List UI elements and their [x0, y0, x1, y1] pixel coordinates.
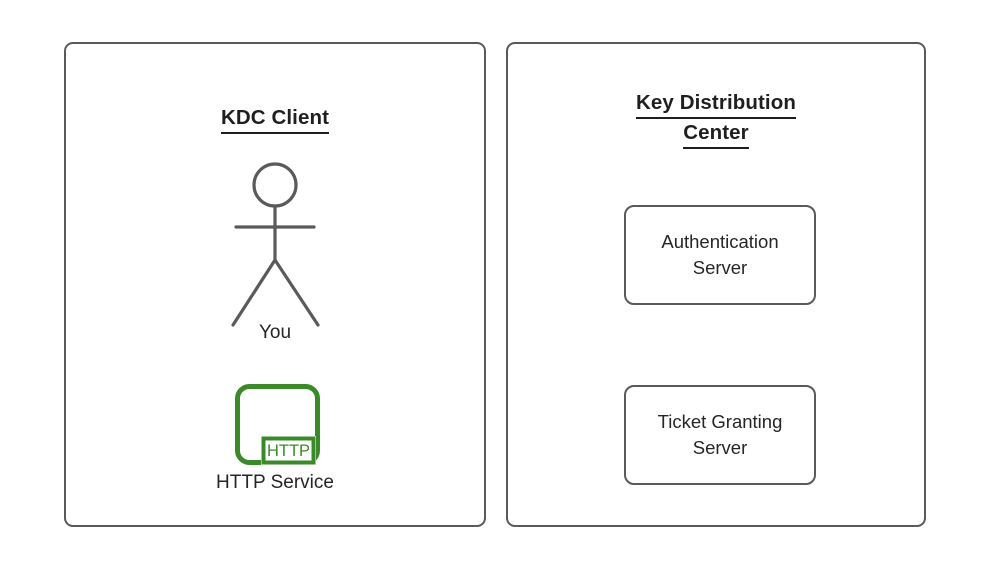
http-service-label: HTTP Service [216, 472, 334, 493]
panel-title-kdc-client: KDC Client [66, 104, 484, 134]
panel-title-key-distribution-center: Key Distribution Center [508, 89, 924, 149]
panel-title-kdc-line2: Center [683, 119, 749, 149]
http-badge-text: HTTP [267, 442, 310, 460]
ticket-granting-server-label: Ticket Granting Server [657, 411, 783, 458]
actor-label: You [258, 322, 292, 343]
ticket-granting-server-box[interactable]: Ticket Granting Server [624, 385, 816, 485]
authentication-server-label: Authentication Server [661, 231, 779, 278]
http-service-icon: HTTP [228, 378, 324, 470]
authentication-server-box[interactable]: Authentication Server [624, 205, 816, 305]
panel-title-kdc-line1: Key Distribution [636, 89, 796, 119]
panel-title-kdc-client-text: KDC Client [220, 104, 330, 134]
stick-figure-actor-icon [210, 155, 340, 345]
